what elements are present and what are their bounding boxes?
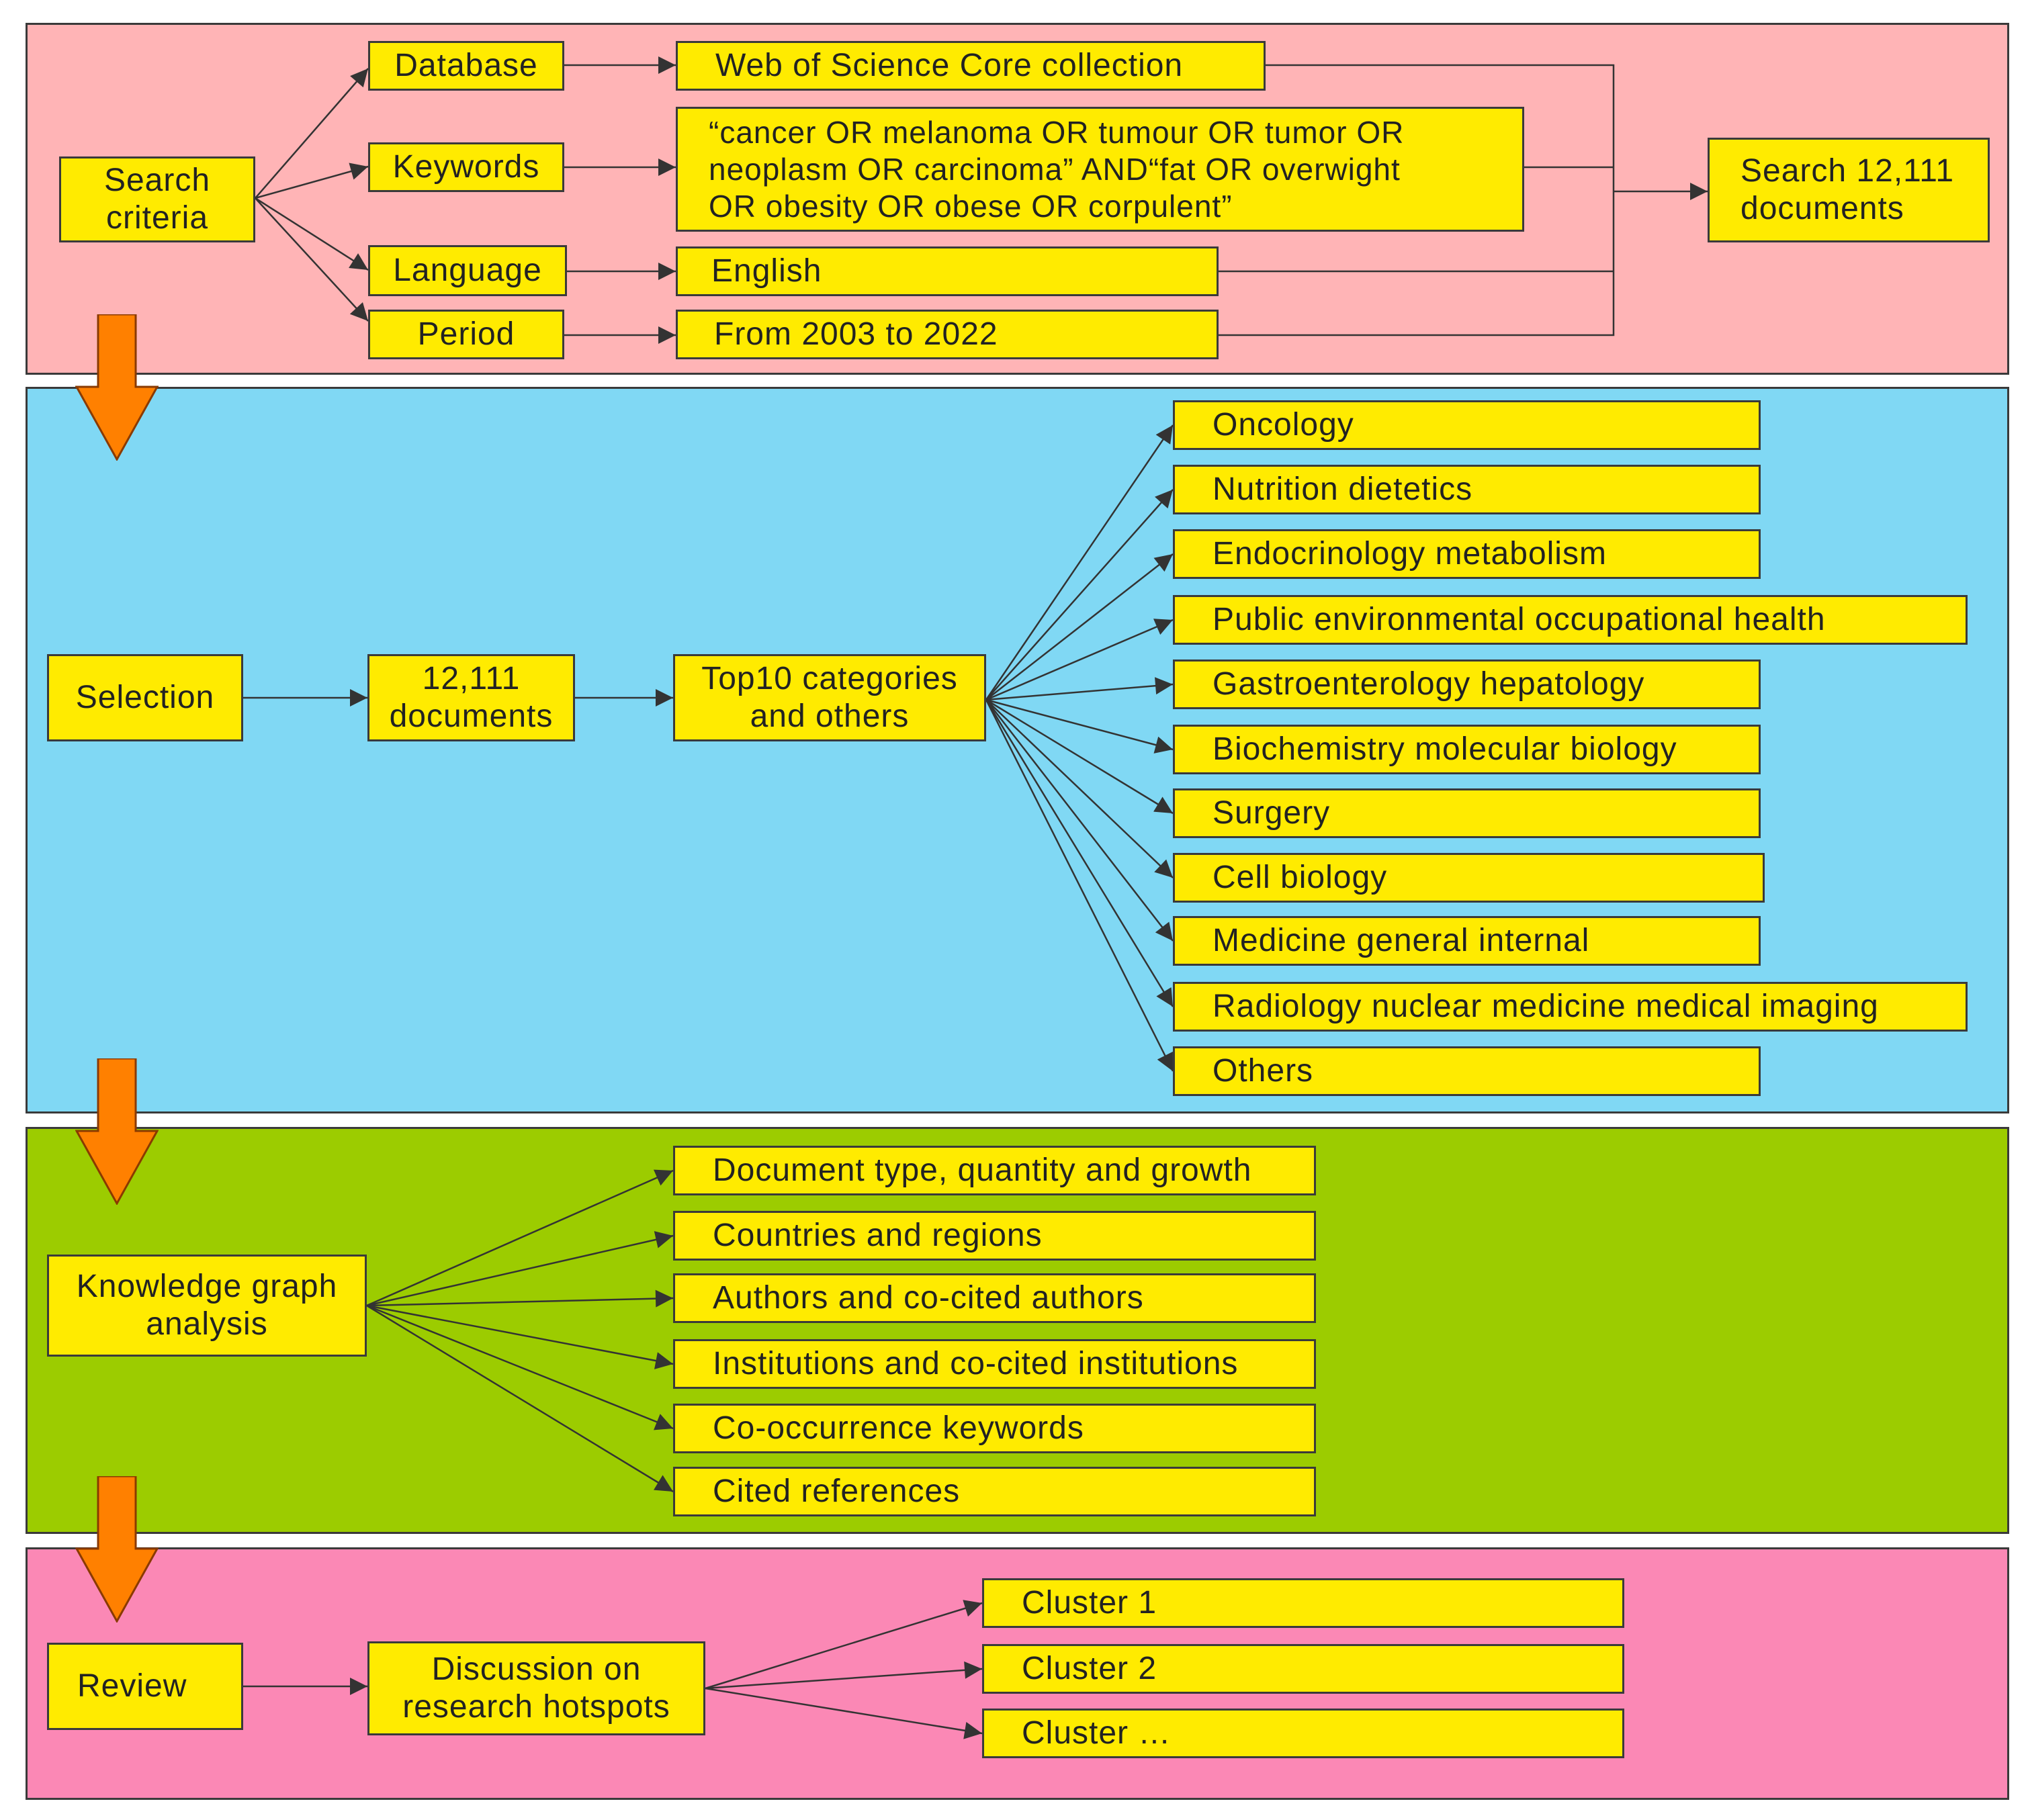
documents-node: 12,111 documents (367, 654, 575, 741)
category-1: Oncology (1173, 400, 1761, 450)
stage-arrow-1 (75, 314, 159, 461)
analysis-item-6: Cited references (673, 1467, 1316, 1516)
review-node: Review (47, 1643, 243, 1730)
category-9: Medicine general internal (1173, 916, 1761, 966)
analysis-item-5: Co-occurrence keywords (673, 1404, 1316, 1453)
category-3: Endocrinology metabolism (1173, 529, 1761, 579)
analysis-item-2: Countries and regions (673, 1211, 1316, 1261)
param-language: Language (368, 245, 567, 296)
category-8: Cell biology (1173, 853, 1765, 903)
value-language: English (676, 246, 1219, 296)
stage-arrow-3 (75, 1476, 159, 1623)
stage-arrow-2 (75, 1058, 159, 1205)
top10-node: Top10 categories and others (673, 654, 986, 741)
cluster-1: Cluster 1 (982, 1578, 1624, 1628)
knowledge-graph-node: Knowledge graph analysis (47, 1255, 367, 1357)
category-5: Gastroenterology hepatology (1173, 659, 1761, 709)
analysis-item-4: Institutions and co-cited institutions (673, 1339, 1316, 1389)
cluster-2: Cluster 2 (982, 1644, 1624, 1694)
analysis-item-1: Document type, quantity and growth (673, 1146, 1316, 1195)
discussion-node: Discussion on research hotspots (367, 1641, 705, 1735)
analysis-item-3: Authors and co-cited authors (673, 1273, 1316, 1323)
param-period: Period (368, 310, 564, 359)
search-result-node: Search 12,111 documents (1708, 138, 1990, 242)
cluster-3: Cluster … (982, 1709, 1624, 1758)
category-2: Nutrition dietetics (1173, 465, 1761, 514)
param-keywords: Keywords (368, 142, 564, 192)
param-database: Database (368, 41, 564, 91)
search-criteria-node: Search criteria (59, 156, 255, 242)
category-4: Public environmental occupational health (1173, 595, 1968, 645)
value-keywords: “cancer OR melanoma OR tumour OR tumor O… (676, 107, 1524, 232)
value-period: From 2003 to 2022 (676, 310, 1219, 359)
selection-node: Selection (47, 654, 243, 741)
category-7: Surgery (1173, 788, 1761, 838)
category-10: Radiology nuclear medicine medical imagi… (1173, 982, 1968, 1032)
category-6: Biochemistry molecular biology (1173, 725, 1761, 774)
value-database: Web of Science Core collection (676, 41, 1266, 91)
category-11: Others (1173, 1046, 1761, 1096)
